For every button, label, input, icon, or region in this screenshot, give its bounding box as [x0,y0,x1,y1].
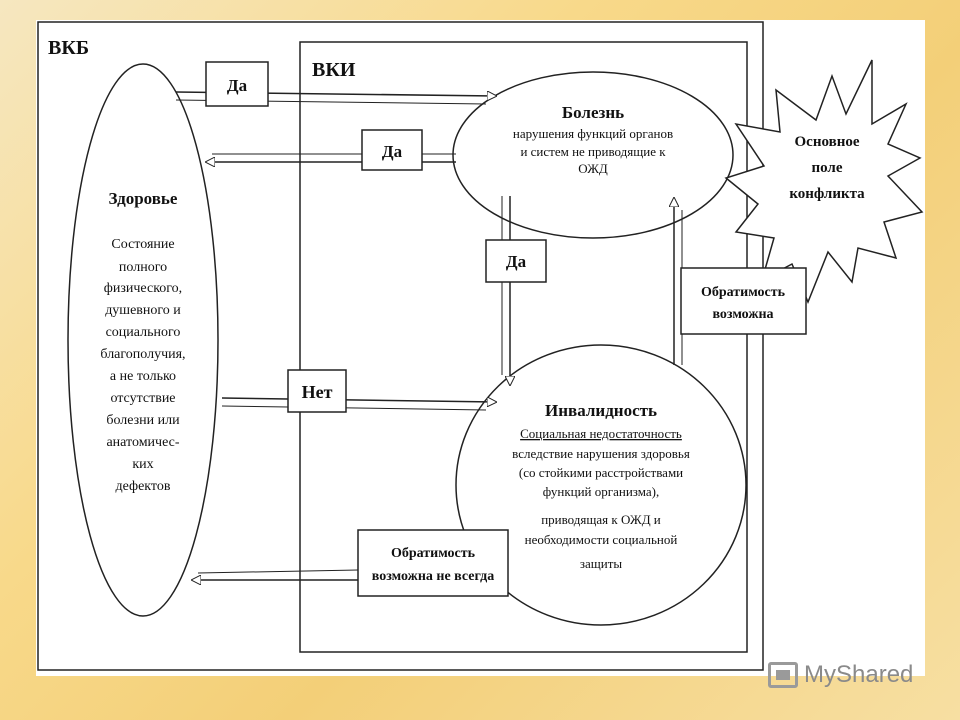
svg-text:полного: полного [119,260,167,275]
svg-text:необходимости социальной: необходимости социальной [525,532,678,547]
svg-text:(со стойкими расстройствами: (со стойкими расстройствами [519,465,683,480]
svg-text:возможна не всегда: возможна не всегда [372,569,494,584]
svg-text:социального: социального [106,325,181,340]
reversible-not-always-label: Обратимость возможна не всегда [372,546,494,584]
svg-text:и систем не приводящие к: и систем не приводящие к [520,144,666,159]
vki-label: ВКИ [312,59,356,81]
diagram-slide: ВКБ ВКИ Здоровье Состояние полного физич… [36,20,925,676]
yes-label-top: Да [227,76,248,95]
svg-text:отсутствие: отсутствие [110,391,175,406]
disease-description: нарушения функций органов и систем не пр… [513,126,673,176]
reversible-possible-box [680,267,807,335]
yes-label-down: Да [506,252,527,271]
svg-text:приводящая к ОЖД и: приводящая к ОЖД и [541,512,661,527]
watermark: MyShared [768,658,913,692]
svg-text:душевного и: душевного и [105,303,181,318]
myshared-logo-icon [768,662,798,688]
yes-label-middle: Да [382,142,403,161]
health-title: Здоровье [109,189,178,208]
svg-text:Состояние: Состояние [111,237,174,252]
svg-text:дефектов: дефектов [116,479,171,494]
disability-title: Инвалидность [545,401,657,420]
vkb-label: ВКБ [48,37,89,59]
svg-text:благополучия,: благополучия, [100,347,185,362]
disability-ellipse [455,344,747,626]
disability-description: вследствие нарушения здоровья (со стойки… [512,446,690,571]
arrow-health-to-disability [221,398,496,402]
no-box [287,369,347,413]
disease-ellipse [452,71,734,239]
svg-text:анатомичес-: анатомичес- [106,435,179,450]
svg-text:поле: поле [811,160,842,176]
svg-text:Обратимость: Обратимость [391,546,476,561]
svg-text:возможна: возможна [712,307,773,322]
svg-text:Основное: Основное [795,134,860,150]
diagram-canvas: ВКБ ВКИ Здоровье Состояние полного физич… [37,21,924,671]
svg-text:защиты: защиты [580,556,623,571]
disability-subtitle: Социальная недостаточность [520,426,682,441]
svg-text:нарушения функций органов: нарушения функций органов [513,126,673,141]
svg-text:а не только: а не только [110,369,176,384]
reversible-not-always-box [357,529,509,597]
yes-box-top [205,61,269,107]
svg-text:ОЖД: ОЖД [578,161,608,176]
health-ellipse [67,63,219,617]
svg-text:ких: ких [132,457,153,472]
yes-box-down [485,239,547,283]
svg-text:функций организма),: функций организма), [543,484,659,499]
yes-box-middle [361,129,423,171]
health-description: Состояние полного физического, душевного… [100,237,185,494]
disease-title: Болезнь [562,103,624,122]
conflict-star [724,59,924,304]
svg-text:Обратимость: Обратимость [701,285,786,300]
svg-text:вследствие нарушения здоровья: вследствие нарушения здоровья [512,446,690,461]
svg-text:физического,: физического, [104,281,182,296]
vki-frame [299,41,748,653]
conflict-label: Основное поле конфликта [789,134,865,202]
watermark-text: MyShared [804,661,914,688]
reversible-possible-label: Обратимость возможна [701,285,786,322]
svg-text:конфликта: конфликта [789,186,865,202]
svg-text:болезни или: болезни или [106,413,180,428]
vkb-frame [37,21,764,671]
no-label: Нет [302,382,333,402]
